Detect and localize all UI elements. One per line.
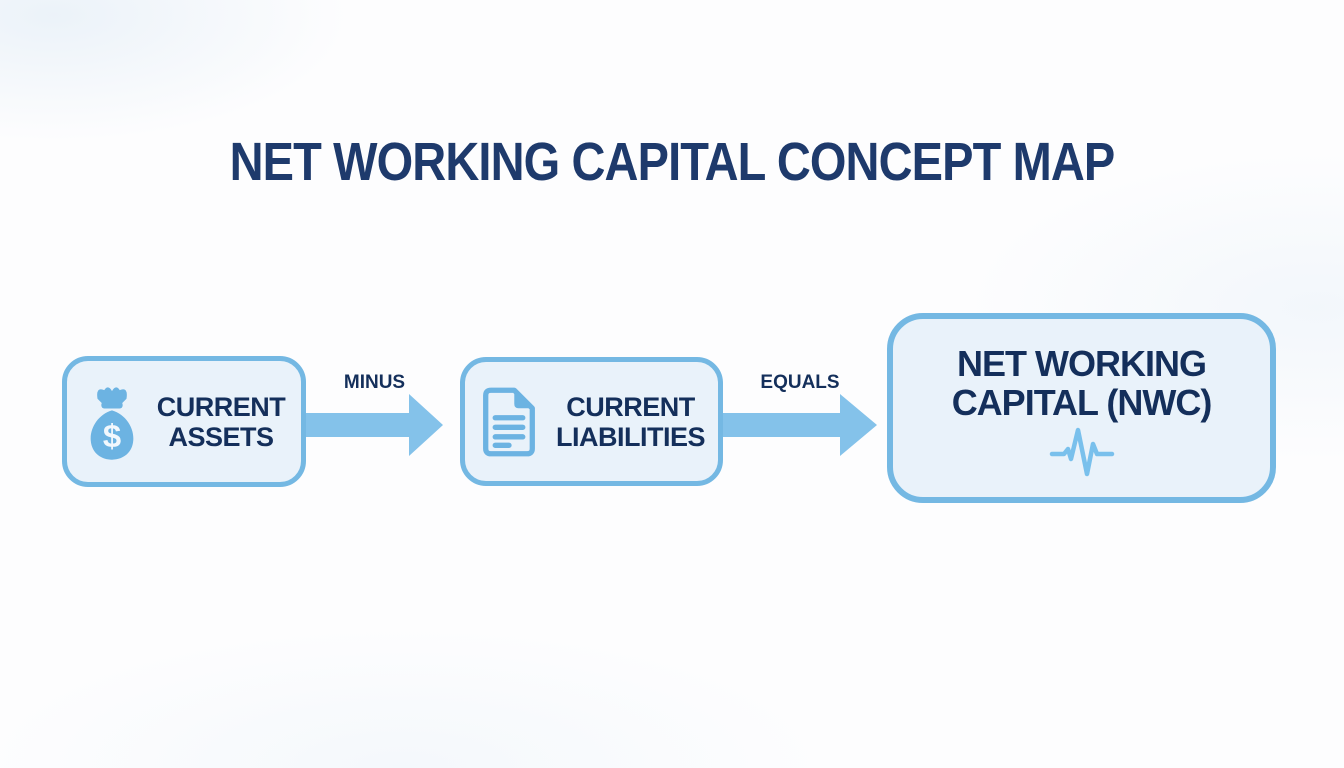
arrow-right-icon bbox=[306, 394, 443, 456]
node-label-group: NET WORKING CAPITAL (NWC) bbox=[951, 343, 1213, 423]
node-label-group: CURRENT LIABILITIES bbox=[556, 391, 706, 452]
node-current-liabilities: CURRENT LIABILITIES bbox=[460, 357, 723, 486]
pulse-icon bbox=[1049, 426, 1115, 478]
node-label-line: ASSETS bbox=[168, 421, 274, 452]
svg-text:$: $ bbox=[103, 417, 121, 454]
document-icon bbox=[478, 386, 540, 458]
page-title: NET WORKING CAPITAL CONCEPT MAP bbox=[229, 132, 1116, 192]
node-label-line: LIABILITIES bbox=[556, 421, 706, 452]
node-label-line: CURRENT bbox=[156, 391, 286, 422]
connector-label-equals: EQUALS bbox=[760, 372, 840, 393]
node-net-working-capital: NET WORKING CAPITAL (NWC) bbox=[887, 313, 1276, 503]
node-current-assets: $ CURRENT ASSETS bbox=[62, 356, 306, 487]
money-bag-icon: $ bbox=[83, 382, 141, 462]
node-label-line: CAPITAL (NWC) bbox=[951, 382, 1213, 423]
node-label-line: CURRENT bbox=[566, 391, 695, 422]
connector-label-minus: MINUS bbox=[343, 372, 406, 393]
node-label-group: CURRENT ASSETS bbox=[157, 392, 286, 452]
node-label-line: NET WORKING bbox=[957, 343, 1207, 384]
arrow-right-icon bbox=[723, 394, 877, 456]
